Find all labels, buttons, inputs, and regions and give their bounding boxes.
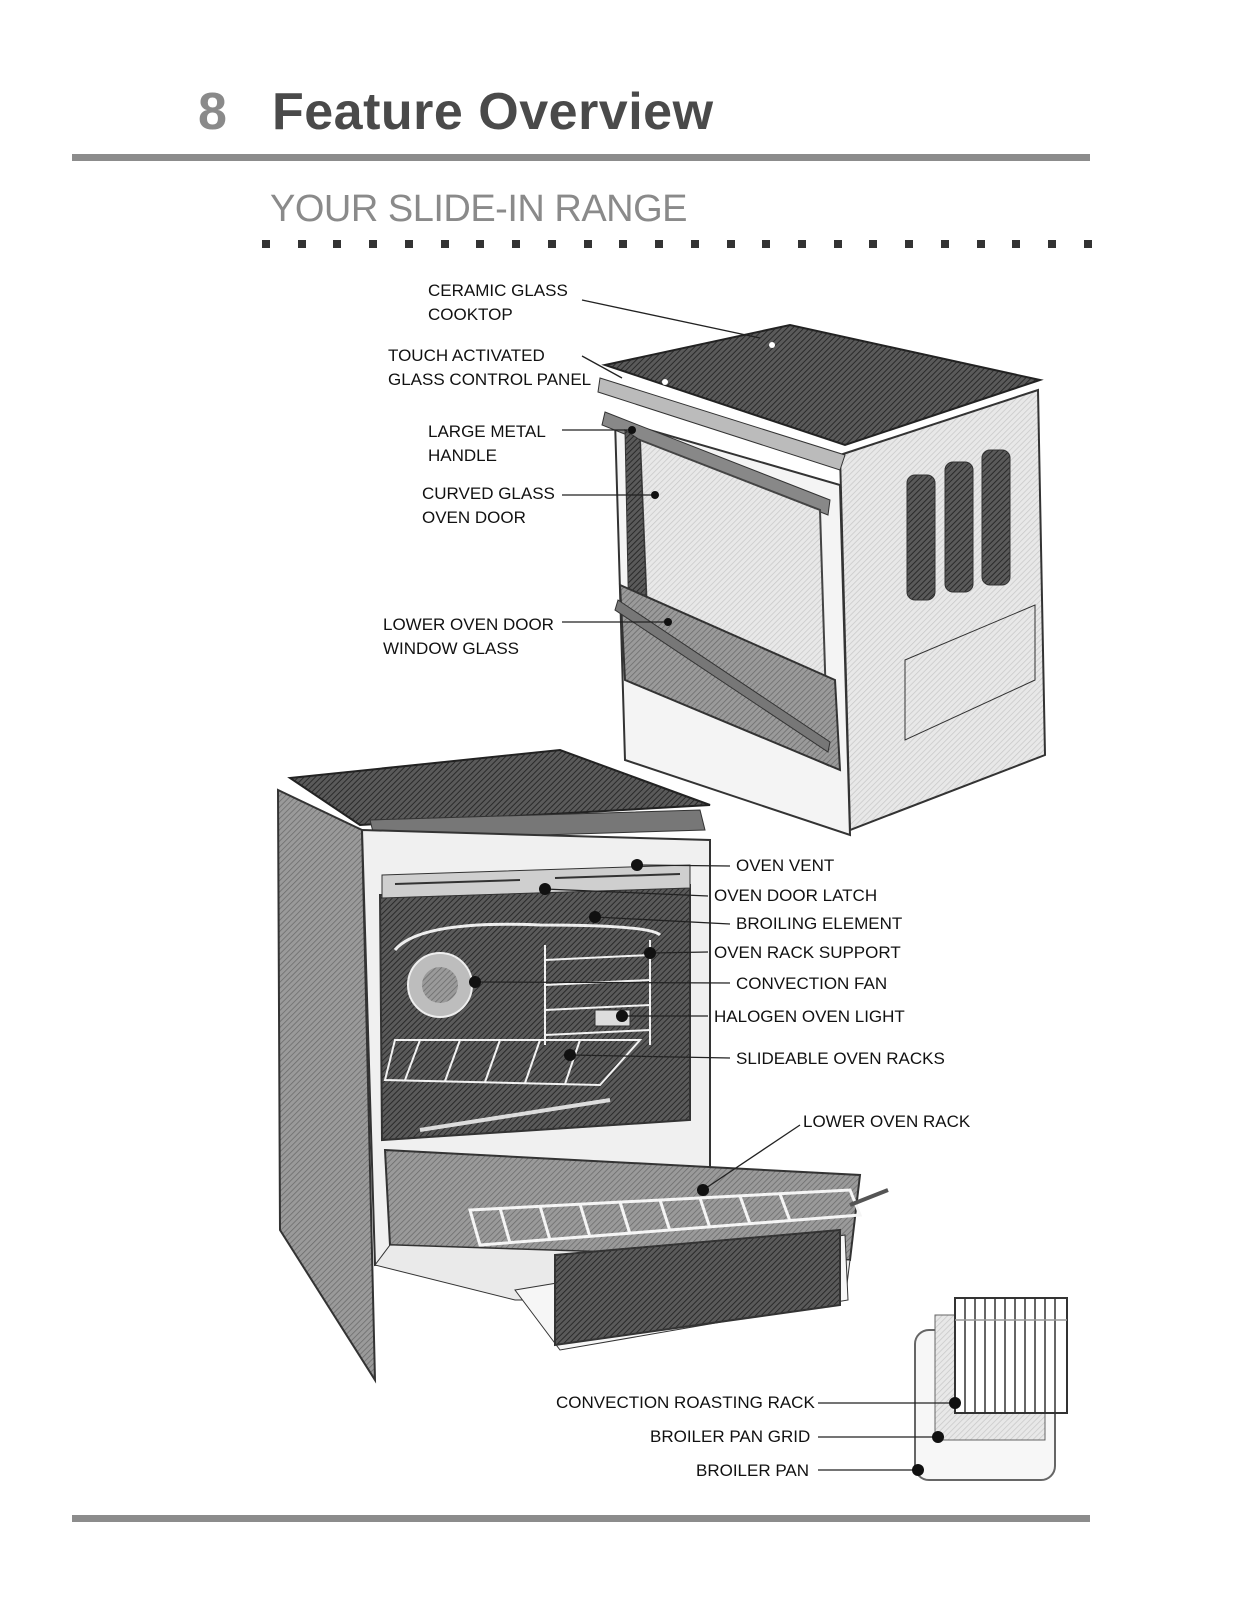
label-convection-fan: CONVECTION FAN — [736, 974, 888, 993]
label-touch-control-panel: TOUCH ACTIVATED GLASS CONTROL PANEL — [388, 346, 592, 389]
label-halogen-light: HALOGEN OVEN LIGHT — [714, 1007, 905, 1026]
label-broiler-pan-grid: BROILER PAN GRID — [650, 1427, 811, 1446]
label-broiler-pan: BROILER PAN — [696, 1461, 810, 1480]
header-rule — [72, 154, 1090, 161]
section-title: YOUR SLIDE-IN RANGE — [270, 188, 688, 230]
open-range-drawing — [276, 748, 889, 1384]
label-convection-roasting-rack: CONVECTION ROASTING RACK — [556, 1393, 815, 1412]
label-ceramic-glass-cooktop: CERAMIC GLASS COOKTOP — [428, 281, 568, 324]
page-title: Feature Overview — [272, 83, 714, 141]
dotted-divider — [262, 240, 1092, 252]
label-oven-vent: OVEN VENT — [736, 856, 835, 875]
label-large-metal-handle: LARGE METAL HANDLE — [428, 422, 546, 465]
label-broiling-element: BROILING ELEMENT — [736, 914, 903, 933]
leader-lines — [474, 299, 955, 1471]
label-oven-door-latch: OVEN DOOR LATCH — [714, 886, 878, 905]
page-number: 8 — [198, 83, 227, 141]
label-lower-oven-rack: LOWER OVEN RACK — [803, 1112, 971, 1131]
label-oven-rack-support: OVEN RACK SUPPORT — [714, 943, 901, 962]
label-slideable-racks: SLIDEABLE OVEN RACKS — [736, 1049, 945, 1068]
closed-range-drawing — [597, 323, 1047, 837]
leader-dots — [469, 426, 961, 1476]
broiler-pan-drawing — [914, 1297, 1068, 1481]
footer-rule — [72, 1515, 1090, 1522]
label-curved-glass-door: CURVED GLASS OVEN DOOR — [422, 484, 555, 527]
label-lower-door-window: LOWER OVEN DOOR WINDOW GLASS — [383, 615, 554, 658]
